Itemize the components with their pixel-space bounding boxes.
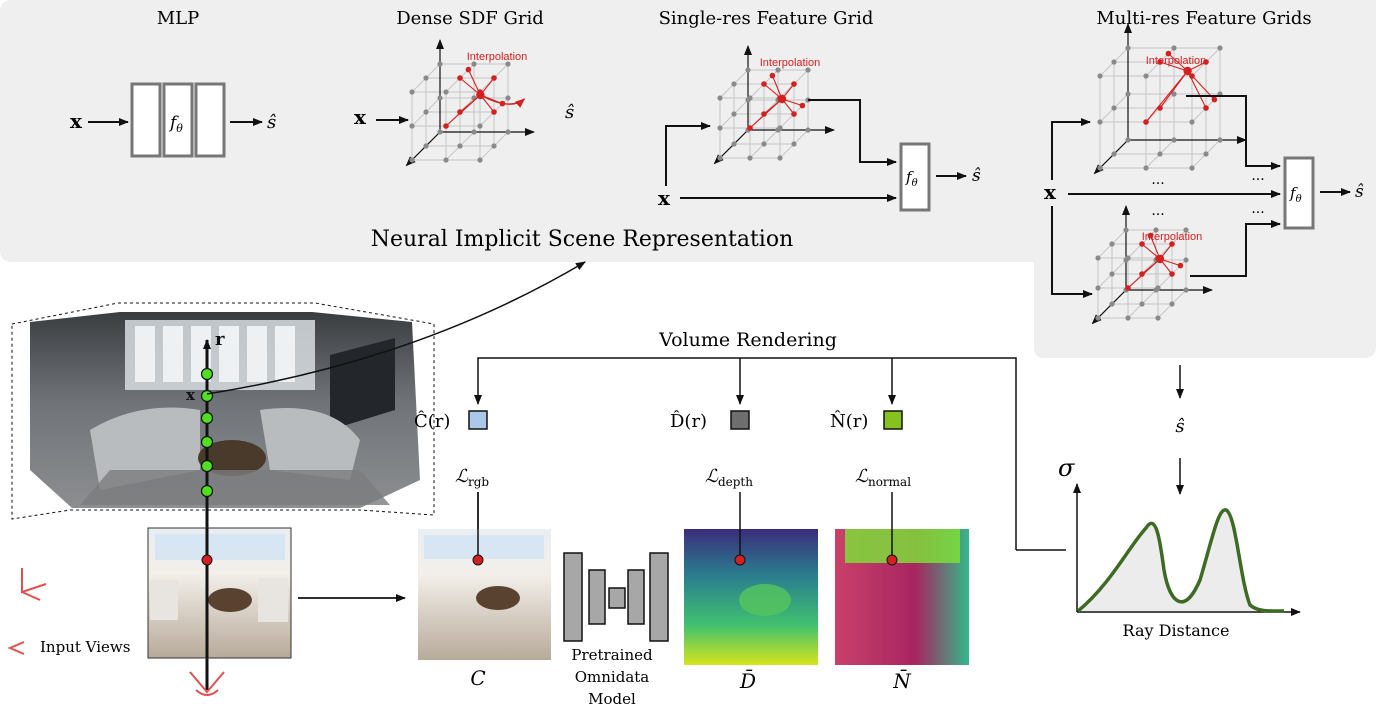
single-interp-label: Interpolation [760, 57, 821, 69]
rgb-gt-label: C [470, 666, 485, 690]
s-hat-label: ŝ [1175, 416, 1184, 437]
density-curve [1076, 508, 1285, 613]
dense-interp-label: Interpolation [467, 51, 528, 63]
multi-grid-cube-coarse [1093, 23, 1247, 175]
dense-grid-cube [405, 39, 535, 167]
rgb-swatch [468, 410, 488, 430]
multi-interp-bottom: Interpolation [1142, 231, 1203, 243]
ray-label: r [215, 329, 225, 350]
mlp-layer-3 [194, 82, 226, 158]
multi-grid-cube-fine [1091, 205, 1213, 325]
mlp-layer-1 [130, 82, 162, 158]
normal-gt-label: N̄ [892, 668, 912, 693]
single-output: ŝ [972, 166, 981, 186]
depth-loss: ℒdepth [705, 466, 753, 489]
omnidata-line3: Model [588, 690, 636, 708]
input-views-icon [7, 641, 25, 655]
plot-xlabel: Ray Distance [1123, 621, 1230, 640]
dense-input-x: x [354, 105, 367, 129]
camera-icon-bottom [189, 671, 225, 696]
ray-samples [200, 367, 214, 498]
omnidata-block-5 [649, 552, 669, 642]
room-bounding-box [11, 302, 435, 520]
depth-pixel-dot [734, 554, 746, 566]
normal-pixel-dot [886, 554, 898, 566]
mlp-title: MLP [157, 8, 200, 29]
normal-loss: ℒnormal [855, 466, 911, 489]
point-label: x [186, 386, 196, 404]
multi-title: Multi-res Feature Grids [1096, 8, 1311, 29]
mlp-layer-2 [162, 82, 194, 158]
dots-2: ... [1151, 203, 1164, 219]
input-views-label: Input Views [40, 638, 130, 656]
volume-rendering-title: Volume Rendering [658, 329, 837, 351]
mlp-output: ŝ [267, 112, 276, 133]
depth-swatch [730, 410, 750, 430]
multi-func: fθ [1289, 184, 1302, 205]
camera-icon-left [21, 568, 47, 601]
multi-output: ŝ [1355, 182, 1364, 202]
rgb-pixel-dot [472, 554, 484, 566]
dots-4: ... [1251, 201, 1264, 217]
multi-input-x: x [1044, 180, 1057, 204]
plot-ylabel: σ [1058, 454, 1075, 482]
dots-1: ... [1151, 172, 1164, 188]
density-area [1078, 509, 1284, 612]
query-arrow [206, 261, 586, 395]
multi-mlp-block [1283, 156, 1315, 230]
dense-title: Dense SDF Grid [396, 8, 544, 29]
depth-gt-label: D̄ [739, 668, 756, 693]
rgb-pred-label: Ĉ(r) [414, 409, 450, 432]
single-func: fθ [905, 168, 918, 189]
omnidata-line1: Pretrained [571, 646, 653, 664]
omnidata-block-3 [608, 587, 626, 609]
normal-swatch [883, 410, 903, 430]
multi-interp-top: Interpolation [1146, 55, 1207, 67]
dots-3: ... [1251, 168, 1264, 184]
single-mlp-block [899, 142, 931, 212]
mlp-func: fθ [168, 113, 183, 135]
normal-pred-label: N̂(r) [830, 410, 868, 432]
depth-pred-label: D̂(r) [670, 410, 707, 432]
dense-output: ŝ [565, 102, 574, 123]
representation-panel [0, 0, 1376, 358]
omnidata-block-1 [563, 552, 583, 642]
omnidata-block-2 [588, 569, 606, 625]
single-input-x: x [658, 186, 671, 210]
single-title: Single-res Feature Grid [659, 8, 874, 29]
omnidata-block-4 [627, 569, 645, 625]
mlp-input-x: x [70, 109, 83, 133]
rgb-loss: ℒrgb [455, 466, 489, 489]
panel-title: Neural Implicit Scene Representation [371, 227, 794, 252]
omnidata-line2: Omnidata [575, 668, 650, 686]
pixel-dot [201, 554, 213, 566]
